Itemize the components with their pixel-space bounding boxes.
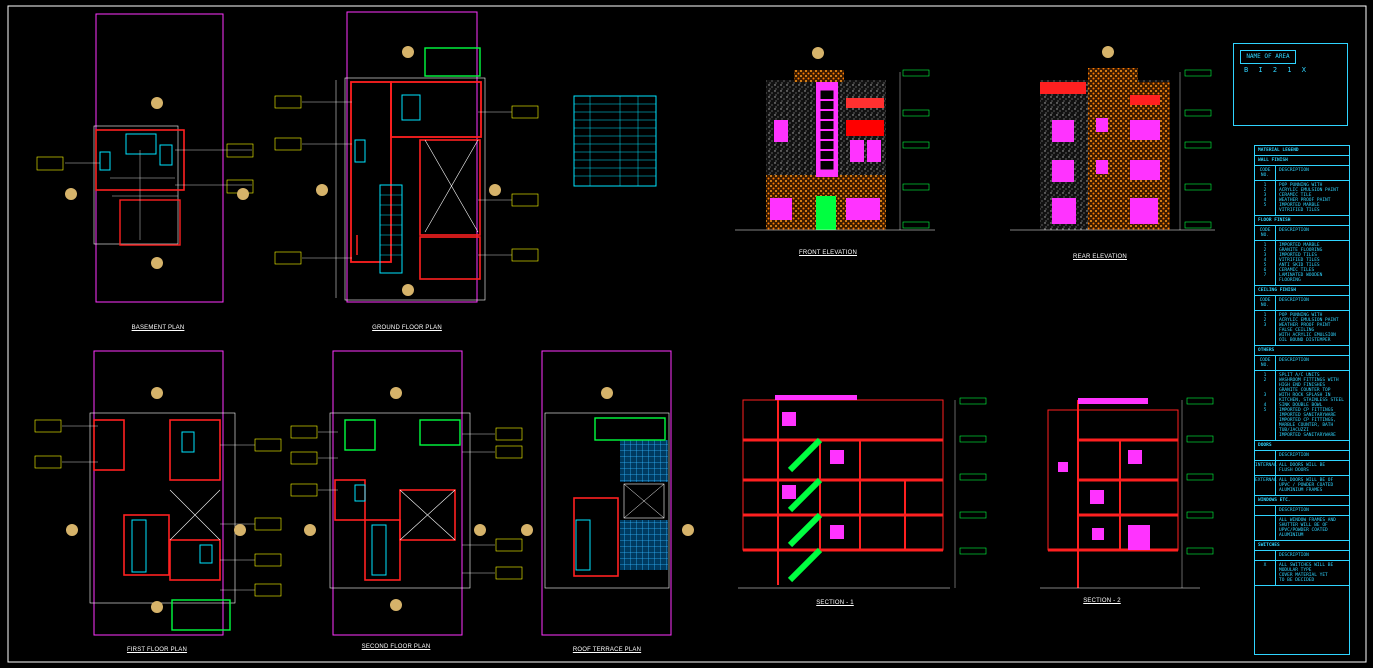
legend-section-head: FLOOR FINISH [1255,216,1349,226]
legend-code: 1 2 3 [1255,311,1276,345]
area-key-code: B I 2 1 X [1244,66,1309,74]
legend-description: DESCRIPTION [1279,168,1309,173]
legend-description: DESCRIPTION [1279,453,1309,458]
legend-row: ALL WINDOW FRAMES AND SHUTTER WILL BE OF… [1255,516,1349,541]
legend-description: SPLIT A/C UNITS WASHROOM FITTINGS WITH H… [1279,373,1345,438]
legend-description: DESCRIPTION [1279,358,1309,363]
legend-section-head: CEILING FINISH [1255,286,1349,296]
section-1-title: SECTION - 1 [816,600,854,606]
legend-code [1255,506,1276,515]
roof-terrace-plan [521,350,694,636]
legend-code: 1 2 3 4 5 6 7 [1255,241,1276,285]
second-floor-plan-title: SECOND FLOOR PLAN [361,644,431,650]
legend-section-head: WALL FINISH [1255,156,1349,166]
ground-floor-plan [274,11,539,303]
ground-floor-plan-title: GROUND FLOOR PLAN [372,325,442,331]
legend-code [1255,516,1276,540]
section-2-title: SECTION - 2 [1083,598,1121,604]
legend-section-head: SWITCHES [1255,541,1349,551]
second-floor-plan [290,350,523,636]
door-window-schedule-table [573,95,657,187]
basement-plan [36,13,254,303]
legend-code [1255,551,1276,560]
legend-code: CODE NO. [1255,166,1276,180]
legend-row: CODE NO.DESCRIPTION [1255,166,1349,181]
legend-description: DESCRIPTION [1279,508,1309,513]
legend-description: ALL DOORS WILL BE OF UPVC / POWDER COATE… [1279,478,1334,493]
legend-description: DESCRIPTION [1279,228,1309,233]
legend-row: CODE NO.DESCRIPTION [1255,356,1349,371]
sheet-border [7,5,1367,663]
legend-section-head: WINDOWS ETC. [1255,496,1349,506]
basement-plan-title: BASEMENT PLAN [131,325,185,331]
legend-description: POP PUNNING WITH ACRYLIC EMULSION PAINT … [1279,313,1339,343]
rear-elevation-title: REAR ELEVATION [1073,254,1127,260]
legend-title: MATERIAL LEGEND [1255,146,1349,156]
legend-row: DESCRIPTION [1255,451,1349,461]
first-floor-plan-title: FIRST FLOOR PLAN [126,647,188,653]
legend-description: ALL SWITCHES WILL BE MODULAR TYPE COVER … [1279,563,1334,583]
first-floor-plan [34,350,282,636]
section-2 [1040,397,1214,589]
legend-code: 1 2 3 4 5 [1255,371,1276,440]
area-key-title: NAME OF AREA [1240,50,1296,64]
legend-code [1255,451,1276,460]
legend-row: CODE NO.DESCRIPTION [1255,296,1349,311]
section-1 [738,395,987,589]
rear-elevation [1010,46,1215,231]
front-elevation-title: FRONT ELEVATION [798,250,858,256]
legend-code: X [1255,561,1276,585]
legend-description: DESCRIPTION [1279,553,1309,558]
legend-description: DESCRIPTION [1279,298,1309,303]
legend-section-head: DOORS [1255,441,1349,451]
legend-description: ALL DOORS WILL BE FLUSH DOORS [1279,463,1326,473]
legend-row: DESCRIPTION [1255,551,1349,561]
legend-description: IMPORTED MARBLE GRANITE FLOORING IMPORTE… [1279,243,1323,283]
legend-description: ALL WINDOW FRAMES AND SHUTTER WILL BE OF… [1279,518,1336,538]
legend-code: CODE NO. [1255,296,1276,310]
legend-code: EXTERNAL [1255,476,1277,495]
legend-code: 1 2 3 4 5 [1255,181,1276,215]
roof-terrace-plan-title: ROOF TERRACE PLAN [572,647,642,653]
front-elevation [735,47,935,231]
legend-code: CODE NO. [1255,226,1276,240]
legend-section-head: OTHERS [1255,346,1349,356]
legend-code: INTERNAL [1255,461,1277,475]
legend-row: CODE NO.DESCRIPTION [1255,226,1349,241]
area-name-key [1233,43,1348,126]
legend-row: DESCRIPTION [1255,506,1349,516]
legend-code: CODE NO. [1255,356,1276,370]
legend-description: POP PUNNING WITH ACRYLIC EMULSION PAINT … [1279,183,1339,213]
